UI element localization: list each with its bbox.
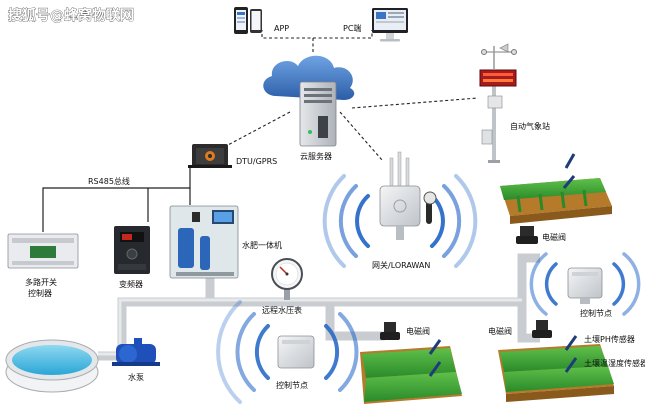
right-node-signal-waves bbox=[529, 252, 641, 316]
smartphone-icon bbox=[234, 7, 262, 34]
cloud-server-label: 云服务器 bbox=[300, 151, 332, 161]
water-pump-icon bbox=[112, 338, 160, 366]
water-pipe-network bbox=[98, 253, 540, 361]
soil-ph-label: 土壤PH传感器 bbox=[584, 334, 635, 344]
field-bottom-right bbox=[498, 344, 614, 402]
solenoid-valve-mid-icon bbox=[532, 320, 552, 338]
pressure-gauge-icon bbox=[271, 258, 303, 300]
app-label: APP bbox=[274, 24, 289, 33]
control-node-right-icon bbox=[567, 267, 603, 304]
pressure-gauge-label: 远程水压表 bbox=[262, 305, 302, 315]
dtu-label: DTU/GPRS bbox=[236, 157, 277, 166]
soil-temp-humidity-sensor-icon bbox=[564, 357, 578, 373]
pump-label: 水泵 bbox=[128, 372, 144, 382]
water-pool-icon bbox=[5, 339, 99, 393]
watermark-text: 搜狐号@蜂窝物联网 bbox=[8, 7, 134, 24]
switch-controller-label: 多路开关 控制器 bbox=[25, 277, 60, 298]
weather-station-icon bbox=[479, 43, 517, 163]
multi-switch-controller-icon bbox=[7, 233, 79, 269]
gateway-label: 网关/LORAWAN bbox=[372, 260, 430, 270]
control-node-left-icon bbox=[277, 335, 315, 369]
solenoid-valve-bottom-icon bbox=[380, 322, 400, 340]
lorawan-gateway-icon bbox=[379, 151, 437, 240]
pc-label: PC端 bbox=[343, 23, 361, 33]
gateway-signal-waves bbox=[322, 174, 478, 268]
fertilizer-machine-icon bbox=[169, 205, 239, 279]
solenoid-valve-icon bbox=[516, 226, 538, 244]
dtu-device-icon bbox=[188, 144, 232, 168]
weather-station-label: 自动气象站 bbox=[510, 121, 550, 131]
soil-temp-humidity-label: 土壤温湿度传感器 bbox=[584, 358, 645, 368]
soil-sensor-icon bbox=[562, 153, 576, 189]
field-top-right bbox=[500, 178, 612, 224]
field-bottom-middle bbox=[360, 346, 462, 404]
inverter-icon bbox=[114, 226, 150, 274]
fertilizer-machine-label: 水肥一体机 bbox=[242, 240, 282, 250]
valve-top-label: 电磁阀 bbox=[542, 232, 566, 242]
left-node-signal-waves bbox=[216, 300, 359, 404]
rs485-label: RS485总线 bbox=[88, 176, 130, 186]
control-node-left-label: 控制节点 bbox=[276, 380, 308, 390]
desktop-monitor-icon bbox=[372, 8, 408, 42]
cloud-to-weather-link bbox=[351, 97, 479, 109]
switch-controller-label-line1: 多路开关 bbox=[25, 277, 57, 287]
soil-ph-sensor-icon bbox=[564, 335, 578, 351]
switch-controller-label-line2: 控制器 bbox=[28, 288, 52, 298]
cloud-to-gateway-link bbox=[339, 111, 383, 161]
rs485-wire-left bbox=[42, 168, 191, 232]
cloud-server-icon bbox=[263, 55, 355, 147]
control-node-right-label: 控制节点 bbox=[580, 308, 612, 318]
valve-mid-label: 电磁阀 bbox=[488, 326, 512, 336]
inverter-label: 变频器 bbox=[119, 279, 143, 289]
cloud-to-app-link bbox=[261, 30, 314, 52]
soil-sensor-middle-icon bbox=[428, 339, 442, 377]
valve-right-label: 电磁阀 bbox=[406, 326, 430, 336]
cloud-to-dtu-link bbox=[225, 111, 291, 147]
